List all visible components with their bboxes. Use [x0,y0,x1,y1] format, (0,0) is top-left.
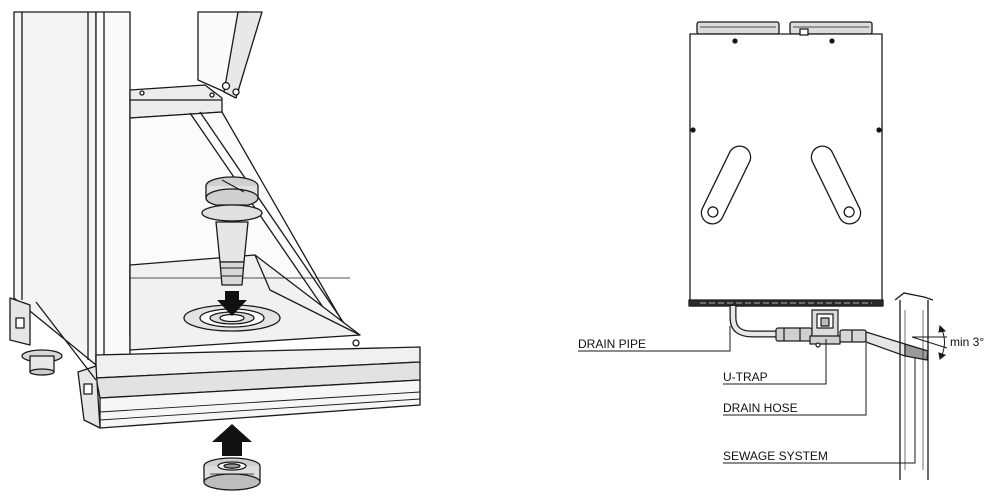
slope-indicator [911,324,948,360]
ventilation-unit [688,21,884,307]
min-slope-label: min 3° [950,335,984,349]
u-trap-label: U-TRAP [723,370,768,384]
sewage-pipe [894,292,934,480]
sewage-system-label: SEWAGE SYSTEM [723,449,828,463]
drain-fitting [201,176,263,286]
arrow-down-icon [217,291,247,316]
drain-nut [203,457,261,491]
leader-lines [578,326,916,464]
drain-hose-label: DRAIN HOSE [723,401,798,415]
drain-pipe-label: DRAIN PIPE [578,337,646,351]
arrow-up-icon [212,424,252,456]
drain-assembly [729,306,929,361]
